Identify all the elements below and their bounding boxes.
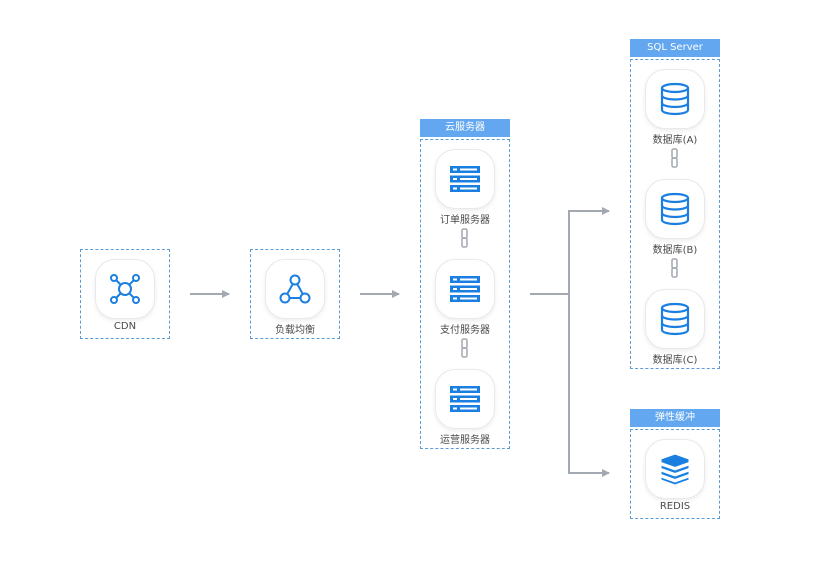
cdn-box <box>80 249 170 339</box>
operations-server-node[interactable] <box>435 369 495 429</box>
sql-server-header: SQL Server <box>630 39 720 57</box>
cloud-server-header: 云服务器 <box>420 119 510 137</box>
server-rack-icon <box>450 166 480 192</box>
server-rack-icon <box>450 386 480 412</box>
database-b-node[interactable] <box>645 179 705 239</box>
database-cylinder-icon <box>660 82 690 116</box>
order-server-node[interactable] <box>435 149 495 209</box>
database-b-label: 数据库(B) <box>652 245 698 256</box>
order-server-label: 订单服务器 <box>440 215 490 226</box>
elastic-cache-header: 弹性缓冲 <box>630 409 720 427</box>
operations-server-label: 运营服务器 <box>440 435 490 446</box>
load-balancer-label: 负载均衡 <box>275 325 315 336</box>
payment-server-label: 支付服务器 <box>440 325 490 336</box>
network-hub-icon <box>110 274 140 304</box>
arrow-to-sql-server <box>568 207 610 294</box>
layer-stack-icon <box>660 453 690 486</box>
triangle-nodes-icon <box>279 274 311 304</box>
database-a-label: 数据库(A) <box>652 135 698 146</box>
load-balancer-node[interactable] <box>265 259 325 319</box>
link-icon-pay-ops <box>461 338 468 358</box>
payment-server-node[interactable] <box>435 259 495 319</box>
redis-label: REDIS <box>659 501 691 512</box>
database-c-label: 数据库(C) <box>652 355 698 366</box>
link-icon-dba-dbb <box>671 148 678 168</box>
cloud-server-box <box>420 139 510 449</box>
server-rack-icon <box>450 276 480 302</box>
database-a-node[interactable] <box>645 69 705 129</box>
cdn-label: CDN <box>113 321 137 332</box>
arrow-to-cache <box>568 294 610 477</box>
load-balancer-box <box>250 249 340 339</box>
elastic-cache-box <box>630 429 720 519</box>
link-icon-order-pay <box>461 228 468 248</box>
cdn-node[interactable] <box>95 259 155 319</box>
link-icon-dbb-dbc <box>671 258 678 278</box>
database-cylinder-icon <box>660 192 690 226</box>
database-cylinder-icon <box>660 302 690 336</box>
sql-server-box <box>630 59 720 369</box>
database-c-node[interactable] <box>645 289 705 349</box>
redis-node[interactable] <box>645 439 705 499</box>
